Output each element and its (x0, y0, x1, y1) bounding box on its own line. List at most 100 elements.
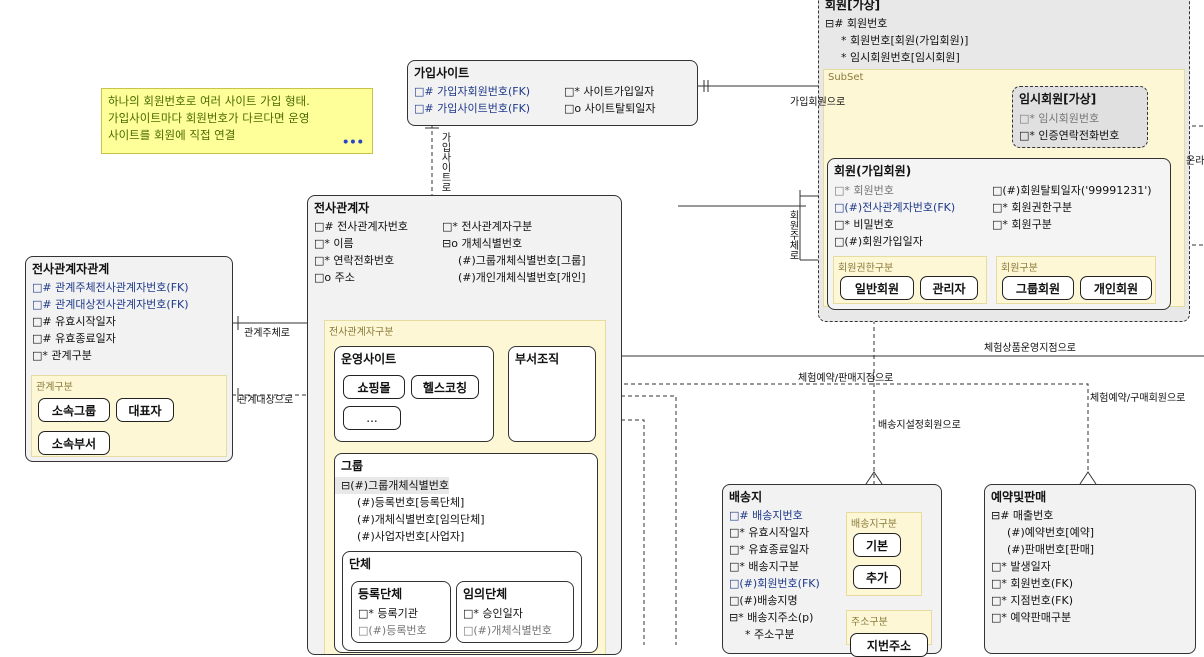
registered-org-entity[interactable]: 등록단체 □* 등록기관 □(#)등록번호 (351, 581, 451, 643)
rel-delivery-member: 배송지설정회원으로 (878, 420, 961, 431)
attribute: (#)사업자번호[사업자] (357, 530, 465, 543)
attribute: ⊟* 배송지주소(p) (729, 611, 814, 624)
rel-signup-member: 가입회원으로 (790, 97, 846, 108)
attribute: ⊟(#)그룹개체식별번호 (335, 477, 449, 494)
voluntary-org-entity[interactable]: 임의단체 □* 승인일자 □(#)개체식별번호 (456, 581, 574, 643)
rel-experience-store: 체험상품운영지점으로 (984, 343, 1076, 354)
attribute: □o 사이트탈퇴일자 (564, 102, 656, 115)
attribute: □* 회원권한구분 (992, 201, 1073, 214)
note-more-icon[interactable]: ••• (341, 135, 364, 149)
general-member-pill[interactable]: 일반회원 (840, 276, 914, 300)
attribute: □# 관계대상전사관계자번호(FK) (32, 298, 189, 311)
attribute: □* 임시회원번호 (1019, 112, 1100, 125)
attribute: □# 유효시작일자 (32, 315, 116, 328)
attribute: □(#)회원번호(FK) (729, 577, 820, 590)
attribute: □* 연락전화번호 (314, 254, 395, 267)
attribute: □* 유효시작일자 (729, 526, 810, 539)
attribute: * 회원번호[회원(가입회원)] (841, 34, 969, 47)
rel-signup-site: 가입사이트로 (439, 132, 450, 192)
entity-title: 전사관계자관계 (32, 262, 110, 276)
attribute: □* 승인일자 (463, 607, 523, 620)
attribute: * 주소구분 (745, 628, 795, 641)
group-label: 배송지구분 (851, 519, 897, 530)
attribute: □* 등록기관 (358, 607, 418, 620)
attribute: * 임시회원번호[임시회원] (841, 51, 960, 64)
attribute: (#)등록번호[등록단체] (357, 496, 465, 509)
note-line-2: 가입사이트마다 회원번호가 다르다면 운영 (108, 111, 310, 125)
entity-title: 가입사이트 (414, 66, 470, 80)
attribute: ⊟# 매출번호 (991, 509, 1054, 522)
note-line-3: 사이트를 회원에 직접 연결 (108, 128, 236, 142)
attribute: □* 비밀번호 (834, 218, 894, 231)
health-coaching-pill[interactable]: 헬스코칭 (411, 375, 479, 399)
group-label: 주소구분 (851, 617, 888, 628)
attribute: □* 지점번호(FK) (991, 594, 1073, 607)
additional-delivery-pill[interactable]: 추가 (853, 565, 901, 589)
entity-title: 배송지 (729, 490, 763, 504)
entity-title: 예약및판매 (991, 490, 1047, 504)
attribute: (#)개인개체식별번호[개인] (458, 271, 586, 284)
attribute: □(#)회원탈퇴일자('99991231') (992, 184, 1152, 197)
entity-title: 등록단체 (358, 587, 403, 601)
temp-member-entity[interactable]: 임시회원[가상] □* 임시회원번호 □* 인증연락전화번호 (1012, 86, 1148, 148)
entity-title: 그룹 (341, 459, 364, 473)
shopping-mall-pill[interactable]: 쇼핑몰 (343, 375, 405, 399)
rel-experience-sales-store: 체험예약/판매지점으로 (798, 373, 894, 384)
attribute: □(#)개체식별번호 (463, 624, 552, 637)
group-label: 전사관계자구분 (329, 327, 394, 338)
attribute: □(#)회원가입일자 (834, 235, 923, 248)
attribute: □# 전사관계자번호 (314, 220, 408, 233)
attribute: ⊟# 회원번호 (825, 17, 888, 30)
comment-note: 하나의 회원번호로 여러 사이트 가입 형태. 가입사이트마다 회원번호가 다르… (101, 88, 373, 154)
affiliated-group-pill[interactable]: 소속그룹 (38, 398, 110, 422)
attribute: □* 회원번호(FK) (991, 577, 1073, 590)
attribute: □# 가입사이트번호(FK) (414, 102, 531, 115)
attribute: (#)개체식별번호[임의단체] (357, 513, 485, 526)
attribute: □# 가입자회원번호(FK) (414, 85, 531, 98)
individual-member-pill[interactable]: 개인회원 (1080, 276, 1152, 300)
representative-pill[interactable]: 대표자 (116, 398, 174, 422)
attribute: □* 회원구분 (992, 218, 1052, 231)
note-line-1: 하나의 회원번호로 여러 사이트 가입 형태. (108, 94, 310, 108)
lot-address-pill[interactable]: 지번주소 (850, 633, 928, 657)
entity-title: 임시회원[가상] (1019, 92, 1097, 106)
subset-label: SubSet (828, 72, 864, 83)
rel-right-cut: 온라 (1186, 156, 1204, 167)
group-member-pill[interactable]: 그룹회원 (1002, 276, 1074, 300)
reservation-entity[interactable]: 예약및판매 ⊟# 매출번호 (#)예약번호[예약] (#)판매번호[판매] □*… (984, 484, 1196, 654)
entity-title: 회원(가입회원) (834, 164, 912, 178)
group-label: 관계구분 (36, 382, 73, 393)
attribute: □(#)전사관계자번호(FK) (834, 201, 956, 214)
attribute: □* 배송지구분 (729, 560, 799, 573)
signup-site-entity[interactable]: 가입사이트 □# 가입자회원번호(FK) □# 가입사이트번호(FK) □* 사… (407, 60, 698, 126)
admin-pill[interactable]: 관리자 (920, 276, 978, 300)
attribute: □* 예약판매구분 (991, 611, 1072, 624)
attribute: □o 주소 (314, 271, 355, 284)
department-entity[interactable]: 부서조직 (508, 346, 596, 442)
more-sites-pill[interactable]: ... (343, 406, 401, 430)
default-delivery-pill[interactable]: 기본 (853, 533, 901, 557)
entity-title: 임의단체 (463, 587, 508, 601)
affiliated-department-pill[interactable]: 소속부서 (38, 431, 110, 455)
attribute: □* 인증연락전화번호 (1019, 129, 1120, 142)
entity-title: 단체 (349, 557, 372, 571)
rel-member-subject: 회원주체로 (787, 210, 798, 260)
group-label: 회원구분 (1001, 263, 1038, 274)
rel-experience-member: 체험예약/구매회원으로 (1090, 393, 1186, 404)
attribute: □(#)배송지명 (729, 594, 798, 607)
attribute: □* 사이트가입일자 (564, 85, 655, 98)
attribute: (#)판매번호[판매] (1007, 543, 1095, 556)
rel-relation-subject: 관계주체로 (244, 328, 290, 339)
attribute: (#)그룹개체식별번호[그룹] (458, 254, 586, 267)
attribute: □* 전사관계자구분 (442, 220, 533, 233)
entity-title: 전사관계자 (314, 201, 370, 215)
attribute: □# 배송지번호 (729, 509, 803, 522)
attribute: □(#)등록번호 (358, 624, 427, 637)
attribute: ⊟o 개체식별번호 (442, 237, 523, 250)
attribute: □* 회원번호 (834, 184, 894, 197)
attribute: □# 유효종료일자 (32, 332, 116, 345)
attribute: □* 이름 (314, 237, 354, 250)
attribute: □* 관계구분 (32, 349, 92, 362)
entity-title: 운영사이트 (341, 352, 397, 366)
attribute: □# 관계주체전사관계자번호(FK) (32, 281, 189, 294)
